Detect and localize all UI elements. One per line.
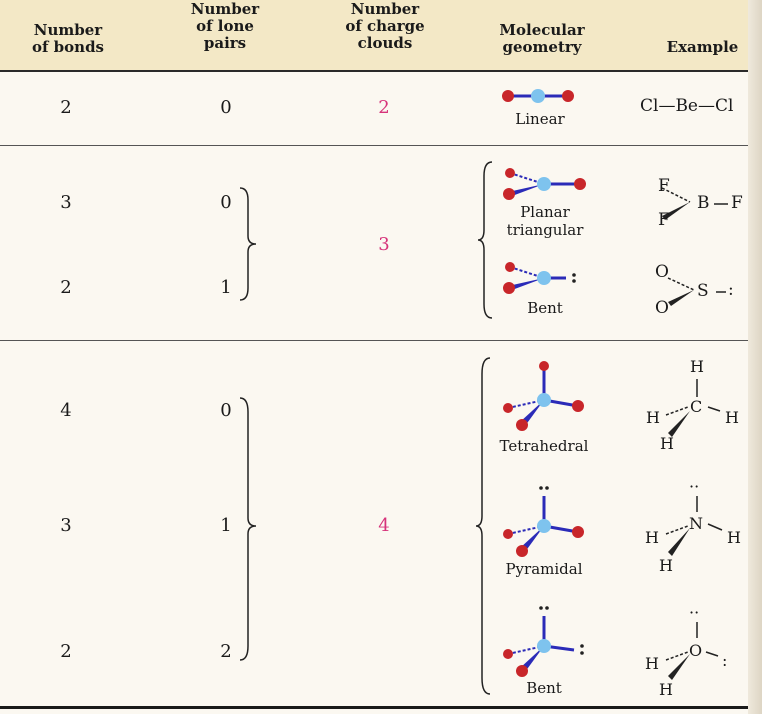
header-bonds: Number of bonds (31, 21, 104, 56)
nh3-n: N (689, 514, 703, 533)
geometry-pyramid: Pyramidal (505, 560, 583, 578)
tetrahedral-molecule-icon (503, 361, 584, 431)
h2o-h-bottom: H (659, 680, 673, 699)
linear-molecule-icon (502, 89, 574, 103)
nh3-h-left: H (645, 528, 659, 547)
bonds-bent3: 2 (60, 277, 72, 298)
geometry-bent3: Bent (527, 299, 563, 317)
bottom-rule (0, 706, 748, 709)
bf3-structure-icon (661, 187, 728, 220)
lone-bent4: 2 (220, 641, 232, 662)
row-separator (0, 145, 748, 146)
ch4-h-top: H (690, 357, 704, 376)
ch4-h-left: H (646, 408, 660, 427)
h2o-lone-pair-right: : (722, 651, 728, 670)
so2-lone-pair: : (728, 280, 734, 300)
bonds-tetra: 4 (60, 400, 72, 421)
header-geometry: Molecular geometry (499, 21, 585, 56)
brace-right-icon (239, 187, 257, 301)
bonds-pyramid: 3 (60, 515, 72, 536)
header-lone-pairs: Number of lone pairs (190, 0, 260, 52)
bf3-f-right: F (731, 193, 743, 213)
lone-bent3: 1 (220, 277, 232, 298)
bonds-planar: 3 (60, 192, 72, 213)
clouds-four: 4 (378, 515, 390, 536)
geometry-tetra: Tetrahedral (499, 437, 589, 455)
lone-pyramid: 1 (220, 515, 232, 536)
bent4-molecule-icon (503, 606, 584, 677)
bf3-f-bottom: F (658, 210, 670, 230)
ch4-h-right: H (725, 408, 739, 427)
header-example: Example (666, 38, 739, 56)
page-edge (748, 0, 762, 714)
h2o-o: O (689, 641, 703, 660)
bf3-f-top: F (658, 176, 670, 196)
ch4-structure-icon (665, 379, 721, 437)
nh3-structure-icon (665, 496, 723, 556)
row-separator (0, 340, 748, 341)
planar-molecule-icon (503, 168, 586, 200)
brace-right-icon (239, 397, 257, 661)
clouds-linear: 2 (378, 97, 390, 118)
pyramidal-molecule-icon (503, 486, 584, 557)
so2-o-bottom: O (655, 298, 669, 318)
brace-left-icon (475, 357, 491, 695)
nh3-h-right: H (727, 528, 741, 547)
geometry-linear: Linear (515, 110, 565, 128)
bonds-linear: 2 (60, 97, 72, 118)
lone-linear: 0 (220, 97, 232, 118)
h2o-lone-pair-top: ·· (689, 603, 700, 622)
so2-structure-icon (667, 277, 726, 306)
ch4-h-bottom: H (660, 434, 674, 453)
so2-s: S (697, 281, 709, 301)
brace-left-icon (477, 161, 493, 319)
table-header: Number of bonds Number of lone pairs Num… (0, 0, 748, 72)
bonds-bent4: 2 (60, 641, 72, 662)
h2o-structure-icon (665, 622, 719, 680)
bent3-molecule-icon (503, 262, 576, 294)
lone-planar: 0 (220, 192, 232, 213)
clouds-three: 3 (378, 234, 390, 255)
nh3-h-bottom: H (659, 556, 673, 575)
nh3-lone-pair: ·· (689, 477, 700, 496)
lone-tetra: 0 (220, 400, 232, 421)
geometry-planar: Planar triangular (506, 203, 584, 239)
example-becl2: Cl—Be—Cl (640, 96, 734, 116)
geometry-bent4: Bent (526, 679, 562, 697)
bf3-b: B (697, 193, 710, 213)
h2o-h-left: H (645, 654, 659, 673)
ch4-c: C (690, 397, 703, 416)
so2-o-top: O (655, 262, 669, 282)
header-charge-clouds: Number of charge clouds (345, 0, 425, 52)
